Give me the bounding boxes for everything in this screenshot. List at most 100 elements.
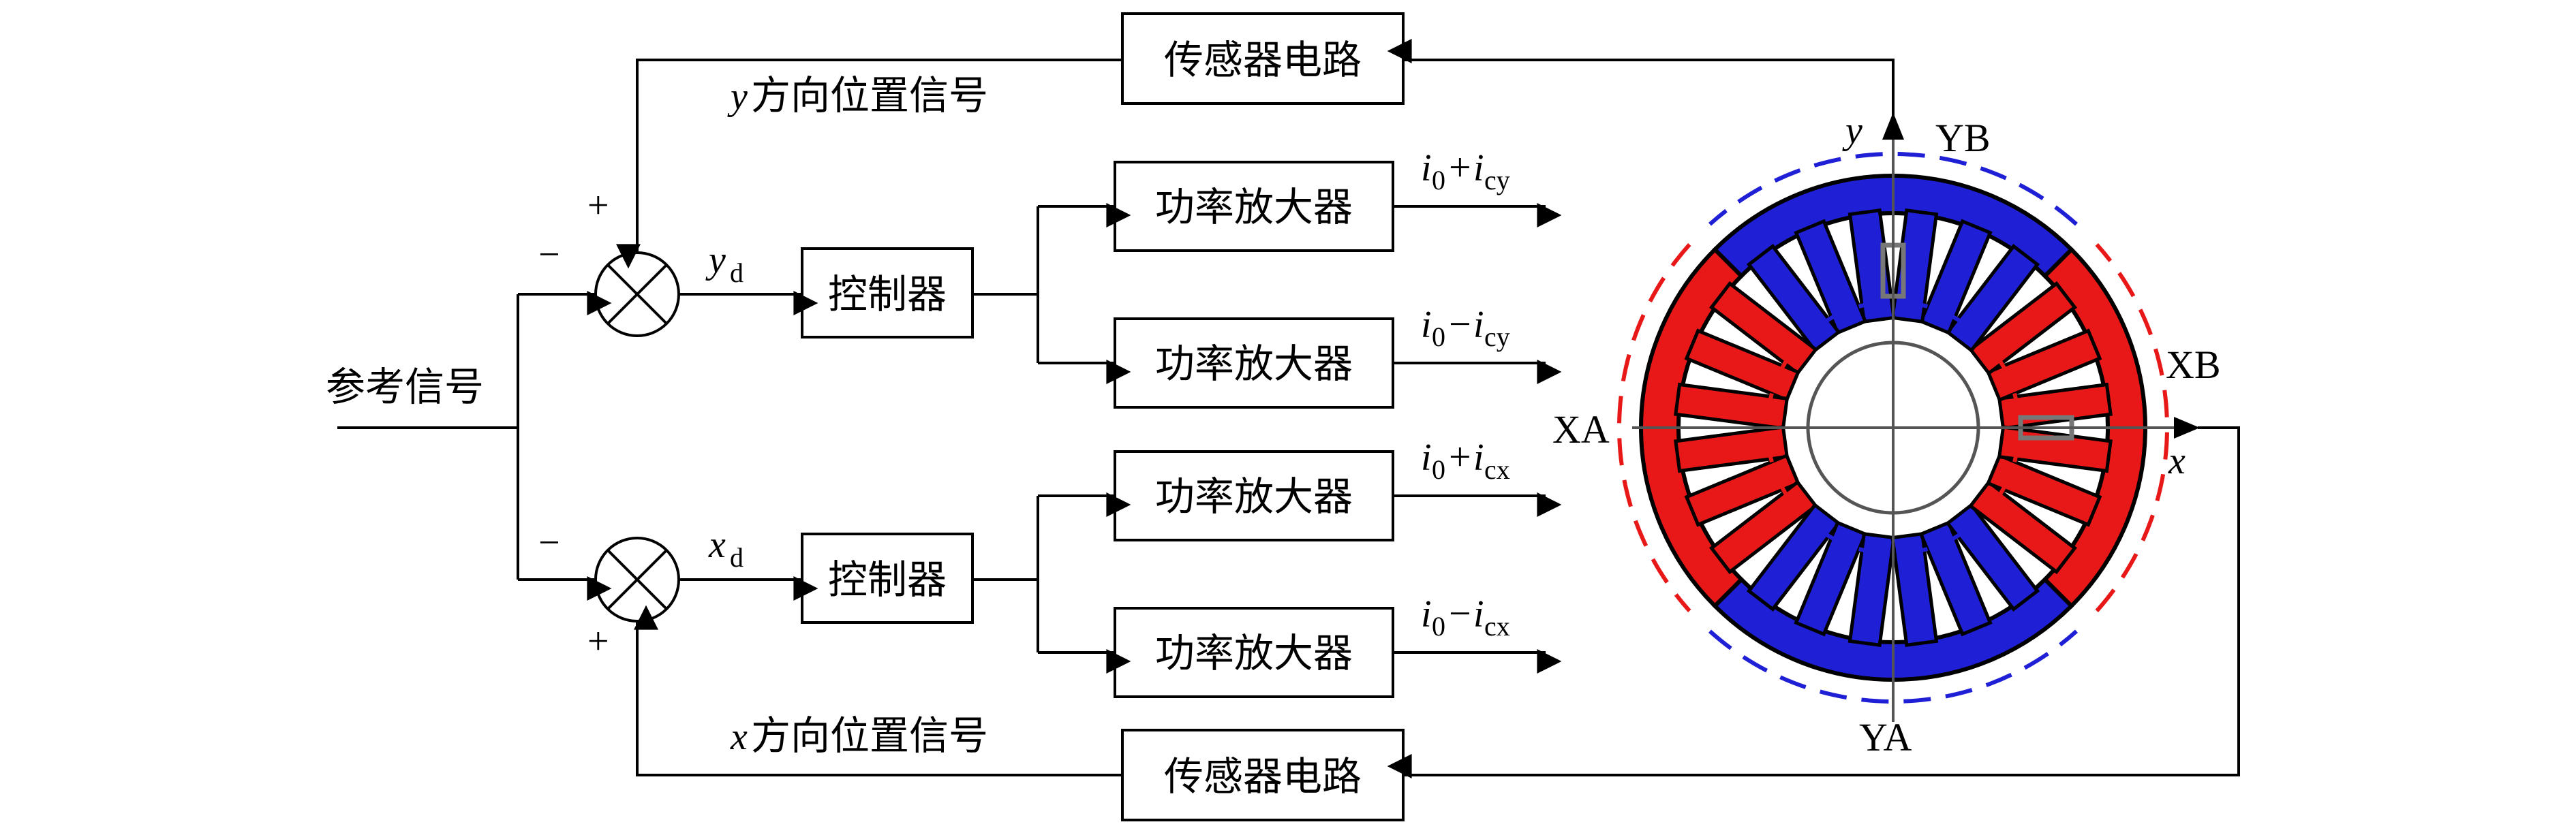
svg-text:d: d	[730, 257, 743, 288]
flux-dashed-arc	[1765, 354, 1792, 501]
y-pole-tooth	[1945, 503, 2040, 612]
svg-text:i: i	[1421, 304, 1432, 346]
axis-y-label: y	[1842, 110, 1862, 152]
pole-xa-label: XA	[1552, 407, 1610, 452]
reference-signal-label: 参考信号	[326, 364, 484, 410]
flux-dashed-arc	[2095, 243, 2169, 612]
x-pole-tooth	[1709, 281, 1818, 376]
power-amplifier-2-block: 功率放大器	[1114, 317, 1394, 409]
controller-y-label: 控制器	[828, 271, 947, 317]
svg-text:i: i	[1473, 147, 1484, 189]
xd-label: x d	[708, 524, 743, 573]
current-label-1: i 0 + i cy	[1421, 145, 1510, 195]
svg-text:y: y	[727, 76, 748, 118]
current-label-4: i 0 − i cx	[1421, 591, 1510, 642]
magnetic-bearing-cross-section: y x YB YA XA XB	[1552, 110, 2221, 759]
x-pole-tooth	[1968, 479, 2077, 575]
flux-dashed-arc	[1820, 300, 1967, 326]
controller-x-block: 控制器	[801, 533, 974, 624]
y-pole-tooth	[1746, 244, 1841, 353]
axis-x-label: x	[2168, 440, 2186, 482]
svg-text:d: d	[730, 542, 743, 573]
y-pole-tooth	[1918, 520, 1993, 637]
svg-text:−: −	[1449, 302, 1471, 346]
power-amplifier-3-block: 功率放大器	[1114, 450, 1394, 541]
sensor-circuit-bottom-block: 传感器电路	[1121, 729, 1405, 821]
summing-junction-y	[594, 251, 680, 337]
svg-text:i: i	[1473, 437, 1484, 479]
x-pole-tooth	[1684, 328, 1800, 403]
svg-text:−: −	[1449, 591, 1471, 635]
svg-text:0: 0	[1432, 321, 1445, 352]
y-pole-tooth	[1746, 503, 1841, 612]
stator-yoke	[1639, 174, 2147, 682]
x-pole-yoke-left	[1639, 247, 1745, 609]
y-pole-tooth	[1794, 520, 1868, 637]
pole-xb-label: XB	[2166, 343, 2221, 387]
controller-y-block: 控制器	[801, 247, 974, 338]
x-pole-tooth	[1986, 328, 2102, 403]
svg-text:i: i	[1473, 304, 1484, 346]
x-pole-tooth	[1684, 453, 1800, 527]
flux-dashed-arc	[1708, 629, 2078, 704]
svg-text:+: +	[1449, 145, 1471, 189]
svg-text:方向位置信号: 方向位置信号	[751, 712, 988, 759]
svg-text:x: x	[730, 716, 748, 758]
power-amplifier-2-label: 功率放大器	[1155, 341, 1353, 387]
x-feedback-plus-sign: +	[587, 620, 609, 663]
y-pole-tooth	[1945, 244, 2040, 353]
sensor-circuit-top-label: 传感器电路	[1164, 37, 1362, 83]
summing-junction-x	[594, 537, 680, 623]
y-pole-tooth	[1847, 531, 1896, 647]
flux-dashed-arc	[1617, 243, 1691, 612]
x-pole-tooth	[1674, 425, 1790, 473]
svg-text:i: i	[1473, 593, 1484, 635]
current-label-3: i 0 + i cx	[1421, 435, 1510, 485]
pole-ya-label: YA	[1859, 715, 1912, 759]
power-amplifier-1-block: 功率放大器	[1114, 161, 1394, 252]
svg-text:cy: cy	[1484, 321, 1510, 352]
y-pole-tooth	[1918, 219, 1993, 335]
power-amplifier-1-label: 功率放大器	[1155, 184, 1353, 230]
y-reference-minus-sign: −	[538, 234, 560, 276]
flux-dashed-arc	[1820, 529, 1967, 556]
svg-text:cx: cx	[1484, 611, 1510, 642]
x-pole-tooth	[1968, 281, 2077, 376]
y-position-signal-label: y 方向位置信号	[727, 72, 988, 119]
svg-text:x: x	[708, 524, 726, 566]
signal-lines	[337, 39, 2240, 778]
power-amplifier-4-block: 功率放大器	[1114, 607, 1394, 698]
x-pole-yoke-right	[2042, 247, 2147, 609]
svg-text:i: i	[1421, 437, 1432, 479]
svg-text:+: +	[1449, 435, 1471, 479]
power-amplifier-4-label: 功率放大器	[1155, 630, 1353, 676]
x-pole-tooth	[1674, 382, 1790, 430]
svg-text:方向位置信号: 方向位置信号	[751, 72, 988, 119]
svg-text:0: 0	[1432, 165, 1445, 195]
svg-text:i: i	[1421, 147, 1432, 189]
pole-yb-label: YB	[1935, 116, 1991, 160]
svg-text:0: 0	[1432, 454, 1445, 485]
x-pole-tooth	[1709, 479, 1818, 575]
y-pole-tooth	[1794, 219, 1868, 335]
x-pole-tooth	[1986, 453, 2102, 527]
x-reference-minus-sign: −	[538, 522, 560, 564]
svg-text:cx: cx	[1484, 454, 1510, 485]
svg-text:0: 0	[1432, 611, 1445, 642]
svg-text:cy: cy	[1484, 165, 1510, 195]
x-axis-arrow-icon	[2174, 417, 2200, 439]
flux-path-indicators	[1617, 152, 2169, 704]
svg-text:y: y	[705, 239, 726, 281]
x-position-signal-label: x 方向位置信号	[730, 712, 988, 759]
y-axis-arrow-icon	[1882, 112, 1904, 140]
flux-dashed-arc	[1708, 152, 2078, 226]
yd-label: y d	[705, 239, 743, 288]
controller-x-label: 控制器	[828, 556, 947, 603]
sensor-circuit-top-block: 传感器电路	[1121, 12, 1405, 105]
y-pole-tooth	[1890, 531, 1939, 647]
y-feedback-plus-sign: +	[587, 185, 609, 227]
flux-dashed-arc	[1995, 354, 2021, 501]
power-amplifier-3-label: 功率放大器	[1155, 473, 1353, 520]
current-label-2: i 0 − i cy	[1421, 302, 1510, 352]
